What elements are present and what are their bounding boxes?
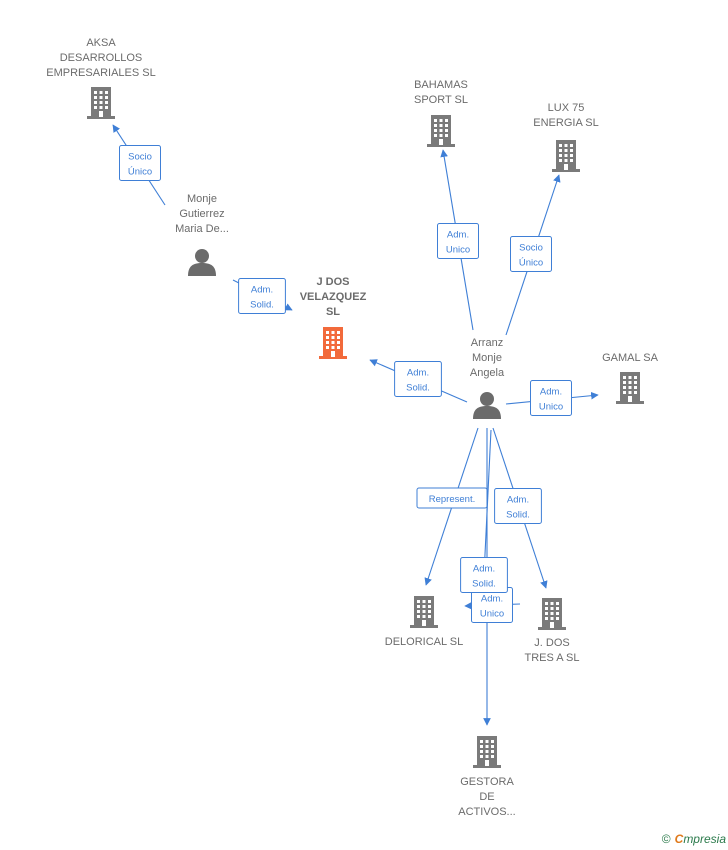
node-label: ACTIVOS...: [458, 806, 515, 818]
edge-label-box: [238, 278, 286, 314]
node-label: Angela: [470, 367, 505, 379]
edge-label-arranz-to-gamal[interactable]: Adm. Unico: [530, 380, 572, 416]
edge-label-arranz-to-jdos[interactable]: Adm. Solid.: [394, 361, 442, 397]
node-label: EMPRESARIALES SL: [46, 67, 155, 79]
node-lux75[interactable]: LUX 75 ENERGIA SL: [533, 102, 599, 172]
edge-label-arranz-to-delorical[interactable]: Adm. Solid.: [460, 557, 508, 593]
person-icon[interactable]: [188, 249, 216, 276]
edge-label-box: [394, 361, 442, 397]
node-label: TRES A SL: [524, 652, 579, 664]
edge-label-text: Unico: [480, 609, 504, 620]
node-label: Monje: [472, 352, 502, 364]
node-delorical[interactable]: DELORICAL SL: [385, 596, 463, 648]
person-icon[interactable]: [473, 392, 501, 419]
edge-label-text: Adm.: [447, 230, 469, 241]
edge-label-text: Adm.: [473, 564, 495, 575]
building-icon[interactable]: [319, 327, 347, 359]
node-gamal[interactable]: GAMAL SA: [602, 352, 659, 404]
node-label: SL: [326, 306, 340, 318]
node-jdos[interactable]: J DOS VELAZQUEZ SL: [300, 276, 367, 359]
node-label: GAMAL SA: [602, 352, 658, 364]
edge-label-text: Único: [128, 167, 152, 178]
node-label: Arranz: [471, 337, 503, 349]
edge-label-arranz-to-delorical[interactable]: Represent.: [416, 487, 488, 509]
building-icon[interactable]: [410, 596, 438, 628]
node-label: GESTORA: [460, 776, 514, 788]
node-label: ENERGIA SL: [533, 117, 598, 129]
node-aksa[interactable]: AKSA DESARROLLOS EMPRESARIALES SL: [46, 37, 156, 119]
edge-label-box: [119, 145, 161, 181]
edge-label-arranz-to-jdostres[interactable]: Adm. Solid.: [494, 488, 542, 524]
edge-label-text: Adm.: [481, 594, 503, 605]
edge-label-text: Adm.: [251, 285, 273, 296]
building-icon[interactable]: [427, 115, 455, 147]
edge-label-text: Adm.: [407, 368, 429, 379]
edge-label-box: [416, 487, 488, 509]
edge-label-monje-to-jdos[interactable]: Adm. Solid.: [238, 278, 286, 314]
edge-label-text: Solid.: [472, 579, 496, 590]
edge-label-text: Unico: [446, 245, 470, 256]
node-label: DE: [479, 791, 494, 803]
edge-label-text: Solid.: [506, 510, 530, 521]
edge-label-text: Adm.: [507, 495, 529, 506]
node-label: SPORT SL: [414, 94, 468, 106]
edge-label-box: [460, 557, 508, 593]
building-icon[interactable]: [473, 736, 501, 768]
node-label: Gutierrez: [179, 208, 224, 220]
node-label: Maria De...: [175, 223, 229, 235]
edge-label-arranz-to-bahamas[interactable]: Adm. Unico: [437, 223, 479, 259]
building-icon[interactable]: [538, 598, 566, 630]
edge-label-text: Solid.: [406, 383, 430, 394]
node-label: J. DOS: [534, 637, 569, 649]
node-label: DESARROLLOS: [60, 52, 143, 64]
edge-label-text: Represent.: [429, 494, 475, 505]
node-label: J DOS: [316, 276, 349, 288]
building-icon[interactable]: [87, 87, 115, 119]
building-icon[interactable]: [552, 140, 580, 172]
node-label: DELORICAL SL: [385, 636, 463, 648]
node-jdostres[interactable]: J. DOS TRES A SL: [524, 598, 580, 664]
copyright-symbol: ©: [661, 832, 671, 846]
node-label: LUX 75: [548, 102, 585, 114]
edge-label-text: Adm.: [540, 387, 562, 398]
edge-label-text: Solid.: [250, 300, 274, 311]
node-label: VELAZQUEZ: [300, 291, 367, 303]
edge-label-text: Unico: [539, 402, 563, 413]
node-gestora[interactable]: GESTORA DE ACTIVOS...: [458, 736, 516, 818]
brand-logo: Cmpresia: [674, 832, 726, 846]
edge-label-text: Socio: [128, 152, 152, 163]
edge-label-box: [437, 223, 479, 259]
building-icon[interactable]: [616, 372, 644, 404]
node-bahamas[interactable]: BAHAMAS SPORT SL: [414, 79, 468, 147]
node-label: BAHAMAS: [414, 79, 468, 91]
edge-label-box: [510, 236, 552, 272]
node-label: Monje: [187, 193, 217, 205]
watermark: ©Cmpresia: [662, 832, 726, 846]
node-label: AKSA: [86, 37, 116, 49]
edge-label-box: [494, 488, 542, 524]
edge-label-box: [530, 380, 572, 416]
edge-label-text: Socio: [519, 243, 543, 254]
edge-label-text: Único: [519, 258, 543, 269]
